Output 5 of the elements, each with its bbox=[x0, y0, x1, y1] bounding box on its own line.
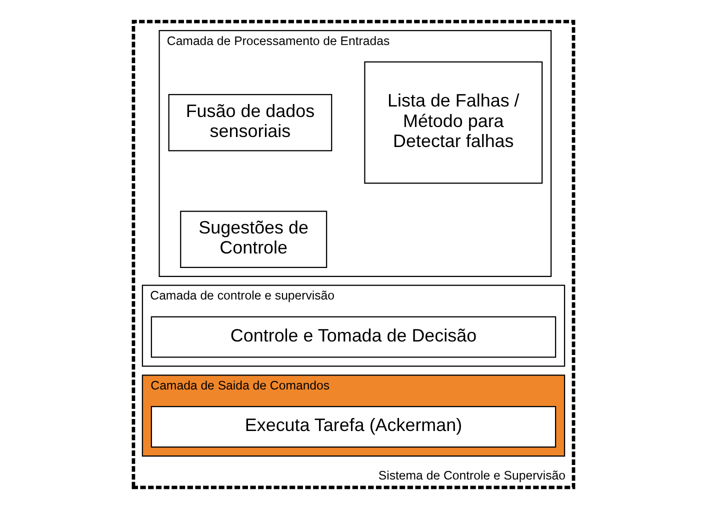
node-box: Controle e Tomada de Decisão bbox=[150, 316, 556, 358]
node-box: Executa Tarefa (Ackerman) bbox=[150, 406, 556, 448]
node-box: Fusão de dados sensoriais bbox=[168, 94, 332, 152]
node-box: Sugestões de Controle bbox=[180, 210, 328, 268]
node-box: Lista de Falhas / Método para Detectar falhas bbox=[364, 61, 543, 184]
